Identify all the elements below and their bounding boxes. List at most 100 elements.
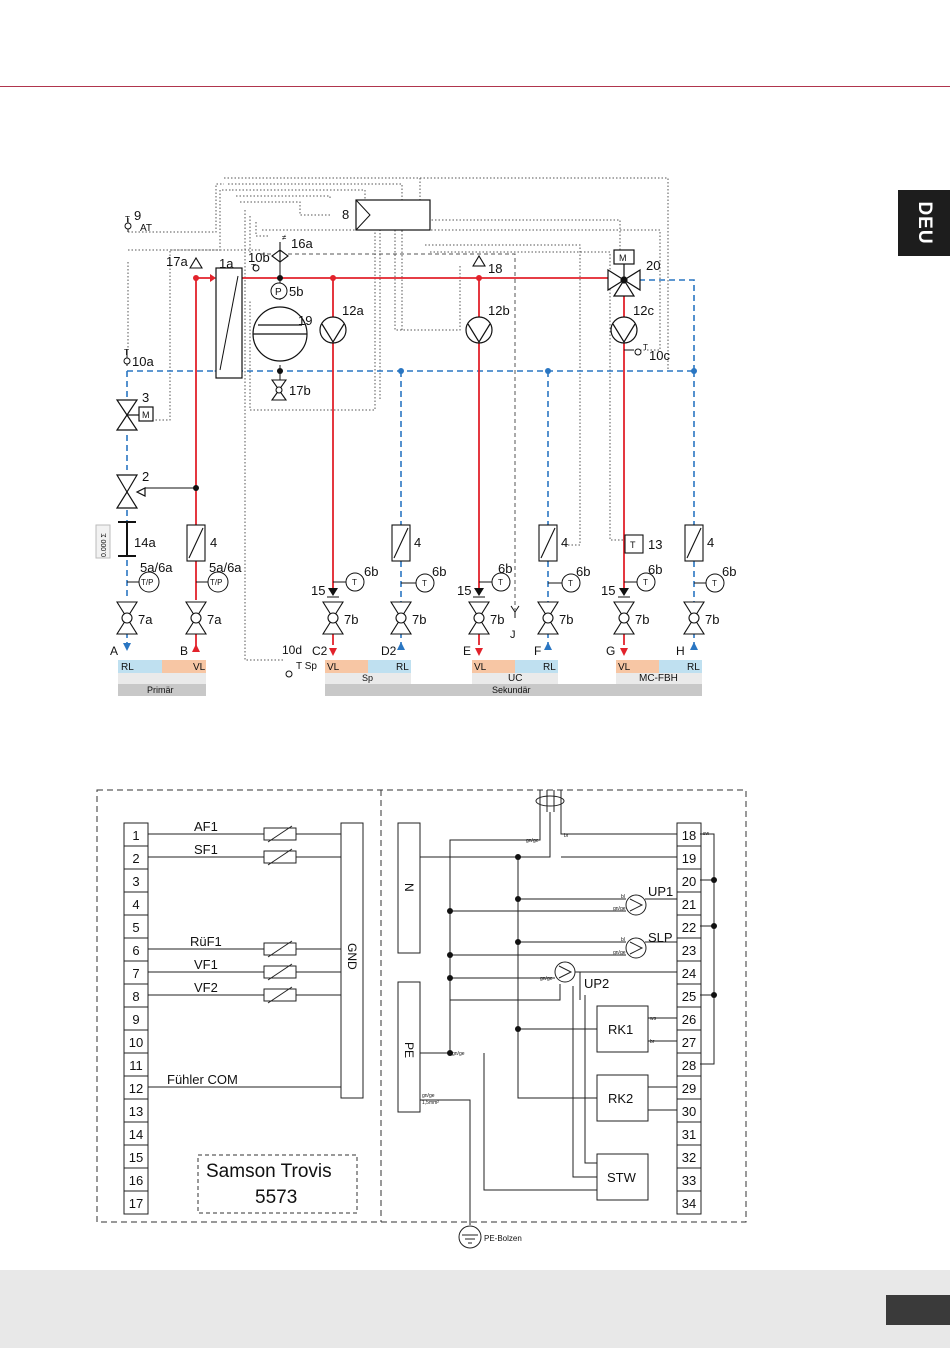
wire-code-9: ws — [650, 1016, 657, 1022]
supply-nodes — [193, 275, 482, 281]
wire-code-5: bl — [621, 937, 625, 943]
label-6b-f: 6b — [576, 564, 590, 579]
sensor-vf1: VF1 — [194, 957, 218, 972]
j-dashed-line — [260, 253, 516, 610]
label-7b-e: 7b — [490, 612, 504, 627]
wire-code-8: sw — [703, 831, 710, 837]
valve-2 — [115, 474, 146, 509]
wire-code-13: 1,5mm² — [422, 1100, 439, 1106]
port-c2: C2 — [312, 644, 328, 658]
label-slp: SLP — [648, 930, 673, 945]
port-e: E — [463, 644, 471, 658]
symbol-t-d2: T — [422, 579, 427, 588]
pump-12c — [610, 316, 638, 344]
left-terminal-number: 15 — [129, 1150, 143, 1165]
strainers-4 — [186, 524, 704, 562]
label-5a6a-a: 5a/6a — [140, 560, 173, 575]
label-at: AT — [140, 223, 152, 234]
label-1a: 1a — [219, 256, 234, 271]
label-4-h: 4 — [707, 535, 714, 550]
vent-17a — [189, 256, 203, 269]
label-4-b: 4 — [210, 535, 217, 550]
symbol-tp-a: T/P — [141, 578, 153, 587]
band-vl-uc: VL — [474, 662, 487, 673]
label-12a: 12a — [342, 303, 364, 318]
band-mcfbh: MC-FBH — [639, 673, 678, 684]
stw-box — [596, 1153, 649, 1201]
pe-bar — [397, 981, 421, 1113]
wire-code-11: gn/ge — [452, 1051, 465, 1057]
band-rl-primaer: RL — [121, 662, 134, 673]
port-g: G — [606, 644, 615, 658]
label-7a-a: 7a — [138, 612, 153, 627]
label-15-e: 15 — [457, 583, 471, 598]
label-6b-d2: 6b — [432, 564, 446, 579]
controller-model: 5573 — [255, 1187, 297, 1208]
label-15-c2: 15 — [311, 583, 325, 598]
left-terminal-number: 12 — [129, 1081, 143, 1096]
label-7b-c2: 7b — [344, 612, 358, 627]
wire-code-12: gn/ge — [422, 1093, 435, 1099]
symbol-m-3: M — [142, 410, 150, 420]
left-terminal-number: 17 — [129, 1196, 143, 1211]
label-18: 18 — [488, 261, 502, 276]
label-14a: 14a — [134, 535, 156, 550]
symbol-m-20: M — [619, 253, 627, 263]
left-terminal-number: 7 — [132, 966, 139, 981]
label-up1: UP1 — [648, 884, 673, 899]
port-d2: D2 — [381, 644, 397, 658]
check-valves-15 — [327, 588, 630, 598]
supply-arrows — [192, 274, 628, 656]
control-lines — [127, 177, 669, 661]
wire-code-6: gn/ge — [613, 950, 626, 956]
wiring-frame — [96, 789, 747, 1223]
band-vl-primaer: VL — [193, 662, 206, 673]
label-5a6a-b: 5a/6a — [209, 560, 242, 575]
wire-code-7: gn/ge — [540, 976, 553, 982]
wire-code-2: br — [564, 833, 569, 839]
band-sp: Sp — [362, 673, 373, 683]
right-terminal-number: 24 — [682, 966, 696, 981]
left-terminal-number: 6 — [132, 943, 139, 958]
wire-code-3: bl — [621, 894, 625, 900]
sensor-resistors — [263, 825, 297, 1004]
page-number-box — [886, 1295, 950, 1325]
label-2: 2 — [142, 469, 149, 484]
right-terminal-number: 23 — [682, 943, 696, 958]
gnd-label: GND — [345, 943, 359, 970]
valve-3 — [115, 399, 154, 431]
right-terminal-number: 29 — [682, 1081, 696, 1096]
controller-name: Samson Trovis — [206, 1161, 332, 1182]
band-vl-mc: VL — [618, 662, 631, 673]
label-16a: 16a — [291, 236, 313, 251]
meter-reading: 0.000 Σ — [101, 533, 108, 557]
label-10c: 10c — [649, 348, 670, 363]
label-15-g: 15 — [601, 583, 615, 598]
band-primaer: Primär — [147, 685, 174, 695]
n-label: N — [402, 883, 416, 892]
band-rl-sp: RL — [396, 662, 409, 673]
left-terminal-number: 11 — [129, 1058, 143, 1073]
label-19: 19 — [298, 313, 312, 328]
label-17b: 17b — [289, 383, 311, 398]
right-terminal-number: 28 — [682, 1058, 696, 1073]
label-20: 20 — [646, 258, 660, 273]
sensor-ruf1: RüF1 — [190, 934, 222, 949]
wire-code-4: gn/ge — [613, 906, 626, 912]
label-7b-h: 7b — [705, 612, 719, 627]
left-terminal-cell — [123, 1190, 149, 1215]
band-uc: UC — [508, 673, 522, 684]
fuehler-com: Fühler COM — [167, 1072, 238, 1087]
left-terminal-number: 16 — [129, 1173, 143, 1188]
right-terminal-number: 18 — [682, 828, 696, 843]
sensor-sf1: SF1 — [194, 842, 218, 857]
language-tab[interactable]: DEU — [898, 190, 950, 256]
right-terminal-number: 30 — [682, 1104, 696, 1119]
controller-8 — [355, 199, 431, 231]
wire-code-10: br — [650, 1039, 655, 1045]
meter-14a — [95, 521, 136, 559]
right-terminal-number: 26 — [682, 1012, 696, 1027]
